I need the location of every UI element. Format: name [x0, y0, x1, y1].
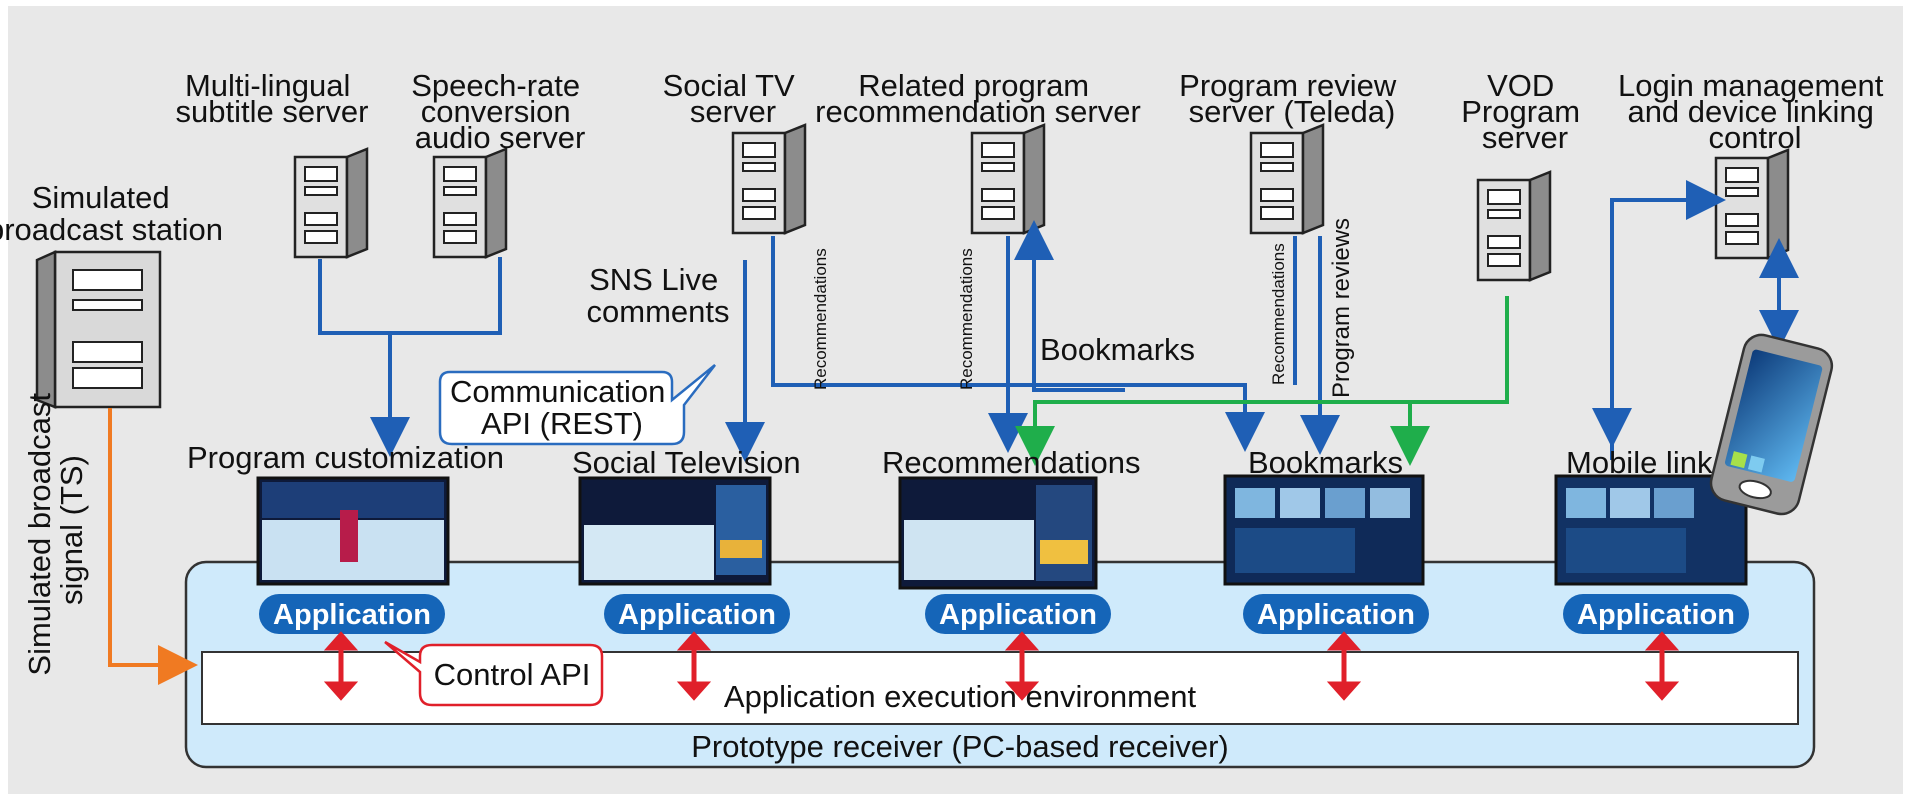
control-api-double-arrow	[676, 631, 712, 701]
app-screenshot	[256, 476, 450, 586]
sns-comments-label: SNS Live comments	[587, 262, 730, 329]
vod-server-label: VOD Program server	[1461, 68, 1589, 155]
application-pill	[1243, 594, 1429, 634]
server-icon	[731, 123, 807, 235]
app-screenshot	[578, 476, 772, 586]
recommendations-label-review: Recommendations	[1269, 243, 1288, 385]
application-pill-label: Application	[1257, 599, 1415, 631]
broadcast-signal-label: Simulated broadcast signal (TS)	[22, 384, 89, 675]
application-pill-label: Application	[939, 599, 1097, 631]
login-server-label: Login management and device linking cont…	[1618, 68, 1892, 155]
speech-rate-server-label: Speech-rate conversion audio server	[411, 68, 589, 155]
control-api-label: Control API	[434, 657, 591, 692]
multilingual-server-label: Multi-lingual subtitle server	[176, 68, 369, 129]
application-pill	[604, 594, 790, 634]
related-program-server-label: Related program recommendation server	[815, 68, 1141, 129]
control-api-double-arrow	[323, 631, 359, 701]
control-api-double-arrow	[1326, 631, 1362, 701]
app-title-recommendations: Recommendations	[882, 445, 1140, 480]
recommendations-label-related: Recommendations	[957, 248, 976, 390]
execution-environment-label: Application execution environment	[724, 679, 1197, 714]
prototype-receiver-label: Prototype receiver (PC-based receiver)	[691, 729, 1229, 764]
application-pill	[259, 594, 445, 634]
control-api-double-arrow	[1004, 631, 1040, 701]
app-title-mobile-link: Mobile link	[1566, 445, 1713, 480]
communication-api-callout	[438, 364, 716, 446]
server-icon	[1249, 123, 1325, 235]
server-icon	[35, 250, 162, 409]
social-tv-server-label: Social TV server	[663, 68, 804, 129]
application-pill	[925, 594, 1111, 634]
app-screenshot	[1223, 474, 1425, 586]
control-api-double-arrow	[1644, 631, 1680, 701]
app-title-social-television: Social Television	[572, 445, 801, 480]
app-screenshot	[898, 476, 1098, 590]
bookmarks-flow-label: Bookmarks	[1040, 332, 1195, 367]
vod-to-recommendations-arrow	[1015, 296, 1509, 466]
recommendations-label-social: Recommendations	[811, 248, 830, 390]
application-pill-label: Application	[273, 599, 431, 631]
application-pill	[1563, 594, 1749, 634]
program-reviews-label: Program reviews	[1328, 218, 1355, 398]
app-screenshot	[1554, 474, 1748, 586]
simulated-broadcast-station-label: Simulated broadcast station	[0, 180, 223, 247]
server-icon	[1476, 170, 1552, 282]
app-title-bookmarks: Bookmarks	[1248, 445, 1403, 480]
server-icon	[970, 123, 1046, 235]
server-icon	[293, 147, 369, 259]
control-api-callout	[384, 640, 604, 707]
app-title-program-customization: Program customization	[187, 440, 504, 475]
bookmarks-feedback-arrow	[1014, 220, 1125, 392]
subtitle-audio-connector	[318, 257, 502, 335]
broadcast-signal-arrow	[108, 408, 198, 685]
application-pill-label: Application	[618, 599, 776, 631]
application-pill-label: Application	[1577, 599, 1735, 631]
communication-api-label: Communication API (REST)	[450, 374, 674, 441]
server-icon	[1714, 148, 1790, 260]
server-icon	[432, 147, 508, 259]
smartphone-icon	[1709, 333, 1834, 516]
program-review-server-label: Program review server (Teleda)	[1179, 68, 1405, 129]
